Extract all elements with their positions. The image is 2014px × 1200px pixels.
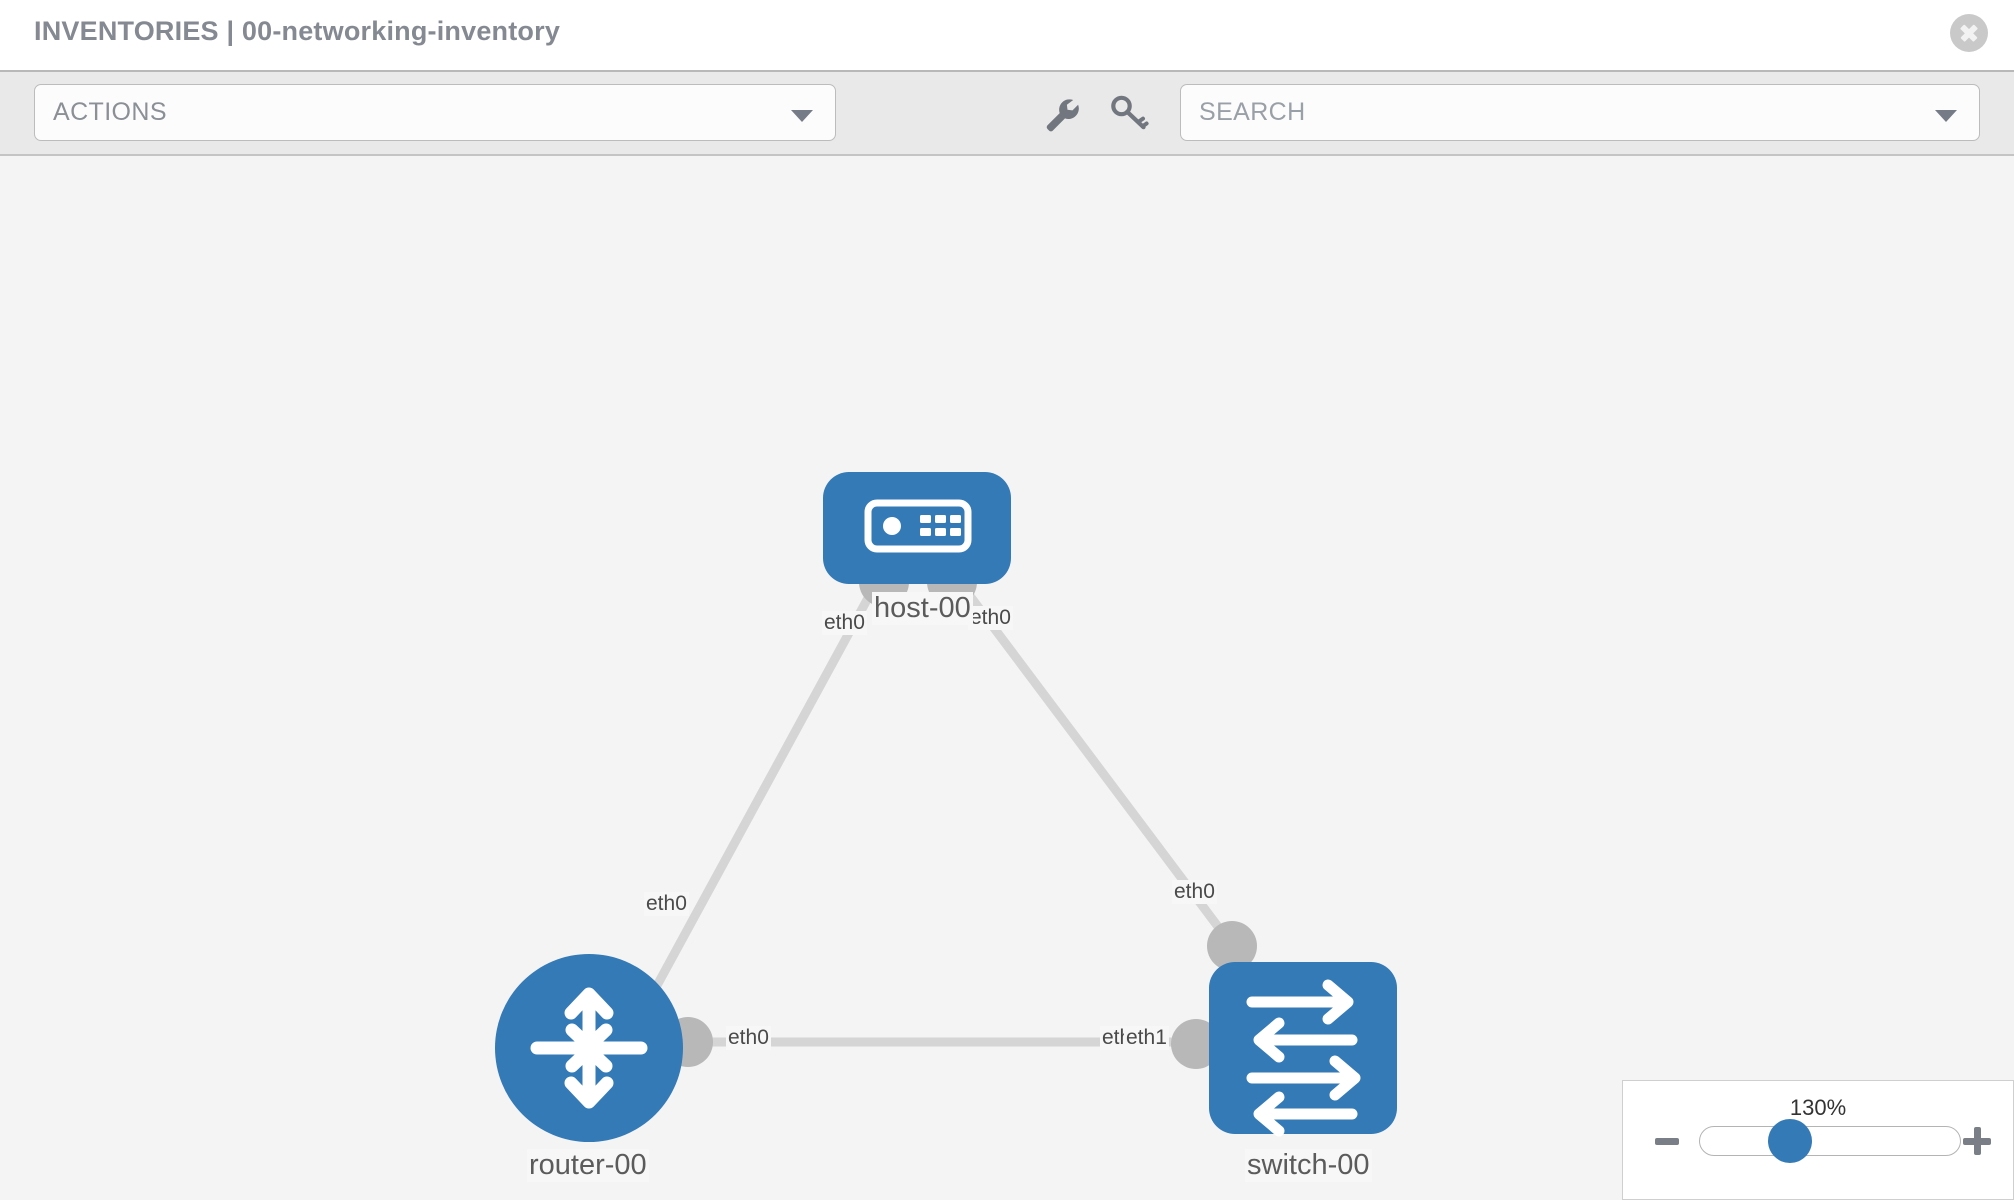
zoom-slider-track[interactable]	[1699, 1126, 1961, 1156]
search-placeholder: SEARCH	[1199, 98, 1306, 126]
iface-label: eth0	[726, 1026, 771, 1050]
actions-dropdown-label: ACTIONS	[53, 98, 167, 126]
port-switch-top[interactable]	[1207, 921, 1257, 971]
iface-label: eth0	[644, 892, 689, 916]
actions-dropdown[interactable]: ACTIONS	[34, 84, 836, 141]
node-label-host-00: host-00	[872, 592, 973, 625]
topology-canvas[interactable]: eth0 eth0 eth0 eth0 eth0 eth0 eth1 host-…	[0, 156, 2014, 1200]
node-label-switch-00: switch-00	[1245, 1149, 1372, 1182]
search-input[interactable]: SEARCH	[1180, 84, 1980, 141]
chevron-down-icon	[791, 110, 813, 122]
topology-graph	[495, 472, 1397, 1142]
page-title: INVENTORIES | 00-networking-inventory	[34, 16, 561, 46]
node-switch-00[interactable]	[1209, 962, 1397, 1137]
chevron-down-icon[interactable]	[1935, 110, 1957, 122]
zoom-in-button[interactable]	[1963, 1127, 1991, 1155]
zoom-percent-label: 130%	[1789, 1095, 1847, 1120]
node-label-router-00: router-00	[527, 1149, 649, 1182]
link-host-router[interactable]	[644, 573, 884, 1005]
port-switch-left[interactable]	[1171, 1019, 1221, 1069]
page-header: INVENTORIES | 00-networking-inventory	[0, 0, 2014, 70]
toolbar: ACTIONS SEARCH	[0, 70, 2014, 156]
node-router-00[interactable]	[495, 954, 683, 1142]
iface-label: eth0	[968, 606, 1013, 630]
iface-label: eth0	[822, 611, 867, 635]
wrench-icon[interactable]	[1040, 92, 1082, 134]
zoom-out-button[interactable]	[1655, 1138, 1679, 1145]
node-host-00[interactable]	[823, 472, 1011, 584]
link-group	[644, 573, 1244, 1047]
key-icon[interactable]	[1108, 92, 1150, 134]
close-icon[interactable]	[1950, 14, 1988, 52]
zoom-slider-handle[interactable]	[1768, 1119, 1812, 1163]
iface-label: eth0	[1172, 880, 1217, 904]
zoom-control-panel: 130%	[1622, 1080, 2014, 1200]
iface-label: eth1	[1124, 1026, 1169, 1050]
